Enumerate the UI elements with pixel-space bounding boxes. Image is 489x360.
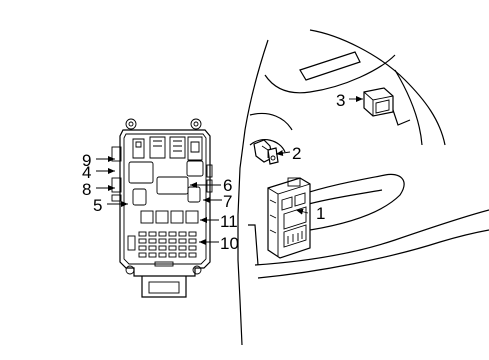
- part-2-bracket: [253, 139, 279, 165]
- callout-7: 7: [223, 192, 232, 211]
- callout-9: 9: [82, 151, 91, 170]
- part-3-switch: [363, 87, 411, 126]
- leader-lines: [96, 96, 363, 245]
- callout-4: 4: [82, 163, 91, 182]
- callout-11: 11: [220, 212, 238, 231]
- dashboard-outline: [237, 29, 489, 346]
- callout-1: 1: [316, 204, 325, 223]
- junction-block: [111, 118, 213, 298]
- part-1-relay-block: [267, 177, 311, 259]
- callout-2: 2: [292, 144, 301, 163]
- callout-10: 10: [220, 234, 239, 253]
- callout-3: 3: [336, 91, 345, 110]
- callout-8: 8: [82, 180, 91, 199]
- callout-6: 6: [223, 176, 232, 195]
- callout-5: 5: [93, 196, 102, 215]
